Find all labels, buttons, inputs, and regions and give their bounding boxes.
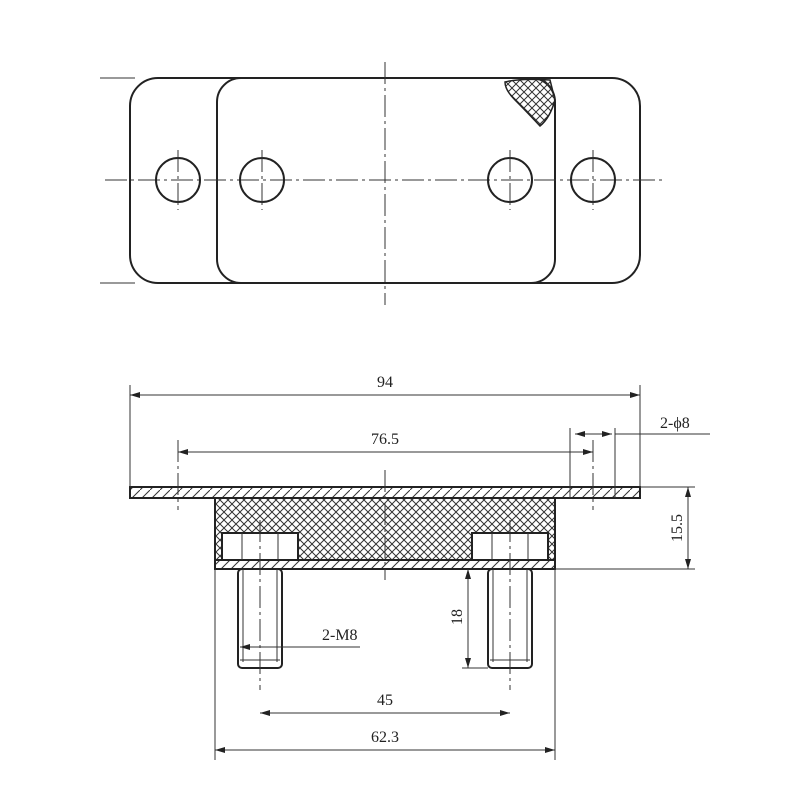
height-dimension: 15.5 (669, 514, 686, 542)
top-view (100, 62, 665, 305)
stud-callout: 2-M8 (322, 627, 358, 644)
side-view (129, 440, 641, 690)
cutaway-section (504, 78, 556, 128)
overall-length-dimension: 94 (377, 374, 393, 391)
block-length-dimension: 62.3 (371, 729, 399, 746)
stud-spacing-dimension: 45 (377, 692, 393, 709)
stud-length-dimension: 18 (449, 609, 466, 625)
hole-callout: 2-ϕ8 (660, 415, 690, 432)
hole-spacing-dimension: 76.5 (371, 431, 399, 448)
dimensions: 94 76.5 2-ϕ8 15.5 18 2-M8 45 62.3 (129, 374, 710, 760)
